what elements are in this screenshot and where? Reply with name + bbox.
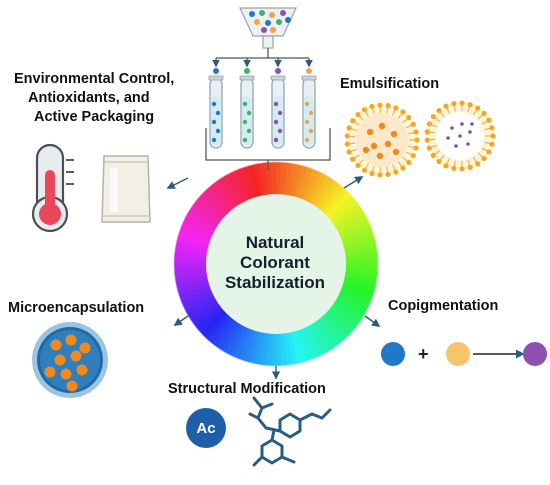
center-line1: Natural: [245, 233, 305, 252]
color-wheel: [173, 161, 379, 367]
label-copigmentation: Copigmentation: [388, 298, 499, 314]
funnel-icon: [239, 7, 297, 49]
purple-complex-dot: [523, 342, 547, 366]
arrow-microencapsulation: [173, 315, 189, 326]
label-microencapsulation: Microencapsulation: [8, 300, 145, 316]
microcapsule-icon: [32, 322, 108, 398]
label-environmental-line2: Antioxidants, and: [28, 90, 150, 106]
arrow-copigmentation: [364, 315, 381, 327]
plus-sign: +: [418, 344, 429, 364]
acetyl-label: Ac: [196, 420, 216, 437]
center-circle: [206, 194, 346, 334]
test-tube-icon: [208, 75, 317, 149]
yellow-copigment-dot: [446, 342, 470, 366]
center-title: Natural Colorant Stabilization: [214, 233, 336, 293]
blue-pigment-dot: [381, 342, 405, 366]
center-line2: Colorant: [240, 253, 310, 272]
label-structural-modification: Structural Modification: [168, 381, 326, 397]
thermometer-icon: [31, 143, 74, 233]
emulsion-droplet-icon: [344, 100, 496, 178]
label-environmental-line3: Active Packaging: [34, 109, 155, 125]
label-environmental-line1: Environmental Control,: [14, 71, 175, 87]
dispensing-lines: [212, 48, 313, 74]
arrow-emulsification: [343, 176, 364, 189]
arrows: [166, 176, 381, 380]
copigmentation-reaction: [381, 342, 547, 366]
label-emulsification: Emulsification: [340, 76, 440, 92]
packaging-sachet-icon: [101, 155, 151, 223]
molecule-icon: [248, 396, 332, 467]
acetyl-badge: [186, 408, 226, 448]
center-line3: Stabilization: [224, 273, 326, 292]
arrow-environmental: [166, 177, 189, 189]
